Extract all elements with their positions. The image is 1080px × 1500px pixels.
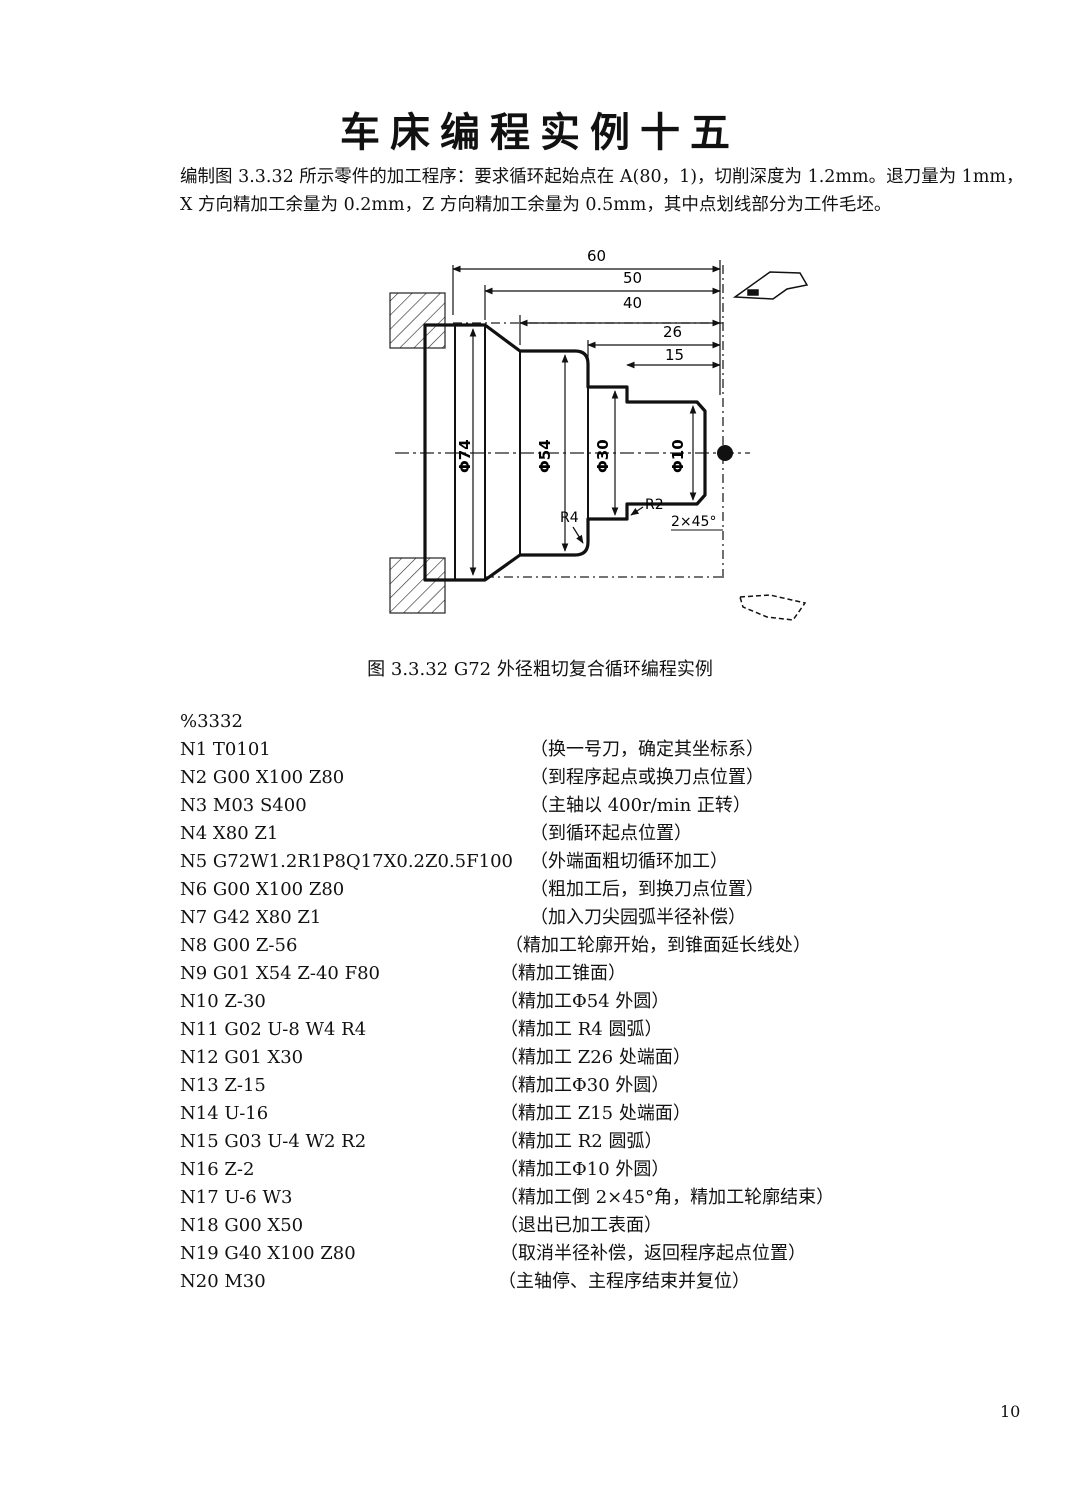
program-code: N9 G01 X54 Z-40 F80: [180, 963, 380, 984]
dim-diameter-30: Φ30: [594, 439, 612, 473]
intro-paragraph: 编制图 3.3.32 所示零件的加工程序：要求循环起始点在 A(80，1)，切削…: [180, 167, 1024, 215]
program-code: N3 M03 S400: [180, 795, 307, 816]
program-comment: （退出已加工表面）: [500, 1215, 662, 1236]
diameter-dimensions: [469, 328, 697, 576]
program-comment: （到程序起点或换刀点位置）: [530, 767, 764, 788]
dim-diameter-74: Φ74: [456, 439, 474, 473]
page-title: 车床编程实例十五: [340, 109, 740, 156]
program-code: N18 G00 X50: [180, 1215, 304, 1236]
program-code: N8 G00 Z-56: [180, 935, 298, 956]
program-comment: （精加工倒 2×45°角，精加工轮廓结束）: [500, 1187, 835, 1208]
tool-bottom-icon: [739, 594, 807, 621]
program-comment: （精加工轮廓开始，到锥面延长线处）: [505, 935, 811, 956]
label-r2: R2: [645, 497, 664, 513]
program-comment: （精加工锥面）: [500, 963, 626, 984]
program-code: N13 Z-15: [180, 1075, 266, 1096]
program-code: N7 G42 X80 Z1: [180, 907, 322, 928]
program-comment: （粗加工后，到换刀点位置）: [530, 879, 764, 900]
program-comment: （取消半径补偿，返回程序起点位置）: [500, 1243, 806, 1264]
program-comment: （到循环起点位置）: [530, 823, 692, 844]
program-number: %3332: [180, 711, 243, 732]
r4-leader: [572, 526, 584, 544]
program-code: N19 G40 X100 Z80: [180, 1243, 356, 1264]
dim-length-40: 40: [623, 294, 642, 312]
program-code: N16 Z-2: [180, 1159, 255, 1180]
program-comment: （精加工Φ54 外圆）: [500, 991, 670, 1012]
page-number: 10: [1000, 1402, 1021, 1421]
dim-diameter-10: Φ10: [669, 439, 687, 473]
length-dimensions: [452, 260, 721, 395]
program-comment: （精加工Φ30 外圆）: [500, 1075, 670, 1096]
program-code: N12 G01 X30: [180, 1047, 304, 1068]
program-code: N5 G72W1.2R1P8Q17X0.2Z0.5F100: [180, 851, 513, 872]
chuck-jaw-bottom: [389, 557, 446, 614]
program-comment: （加入刀尖园弧半径补偿）: [530, 907, 746, 928]
figure-caption: 图 3.3.32 G72 外径粗切复合循环编程实例: [367, 659, 713, 680]
start-point-marker: [717, 445, 733, 461]
program-comment: （换一号刀，确定其坐标系）: [530, 739, 764, 760]
part-profile: [423, 323, 707, 582]
program-code: N11 G02 U-8 W4 R4: [180, 1019, 367, 1040]
dim-diameter-54: Φ54: [536, 439, 554, 473]
dim-length-26: 26: [663, 323, 682, 341]
program-code: N6 G00 X100 Z80: [180, 879, 345, 900]
label-r4: R4: [560, 510, 579, 526]
program-comment: （主轴停、主程序结束并复位）: [498, 1271, 750, 1292]
part-drawing: Φ74 Φ54 Φ30 Φ10 60 50 40 26 15 R4 R2 2×4…: [389, 247, 809, 621]
program-code: N20 M30: [180, 1271, 266, 1292]
section-lines: [454, 325, 589, 580]
program-code: N4 X80 Z1: [180, 823, 279, 844]
program-code: N1 T0101: [180, 739, 271, 760]
tool-top-icon: [732, 271, 809, 300]
program-comment: （精加工 R4 圆弧）: [500, 1019, 663, 1040]
label-chamfer: 2×45°: [671, 514, 716, 530]
program-comment: （精加工 Z26 处端面）: [500, 1047, 691, 1068]
dim-length-15: 15: [665, 346, 684, 364]
program-code: N14 U-16: [180, 1103, 269, 1124]
program-code: N15 G03 U-4 W2 R2: [180, 1131, 367, 1152]
program-code: N17 U-6 W3: [180, 1187, 293, 1208]
chuck-jaw-top: [389, 292, 446, 349]
program-code: N10 Z-30: [180, 991, 266, 1012]
program-comment: （精加工Φ10 外圆）: [500, 1159, 670, 1180]
dim-length-60: 60: [587, 247, 606, 265]
program-comment: （精加工 Z15 处端面）: [500, 1103, 691, 1124]
program-comment: （精加工 R2 圆弧）: [500, 1131, 663, 1152]
dim-length-50: 50: [623, 269, 642, 287]
r2-leader: [630, 506, 644, 516]
program-comment: （主轴以 400r/min 正转）: [530, 795, 751, 816]
program-code: N2 G00 X100 Z80: [180, 767, 345, 788]
program-comment: （外端面粗切循环加工）: [530, 851, 728, 872]
